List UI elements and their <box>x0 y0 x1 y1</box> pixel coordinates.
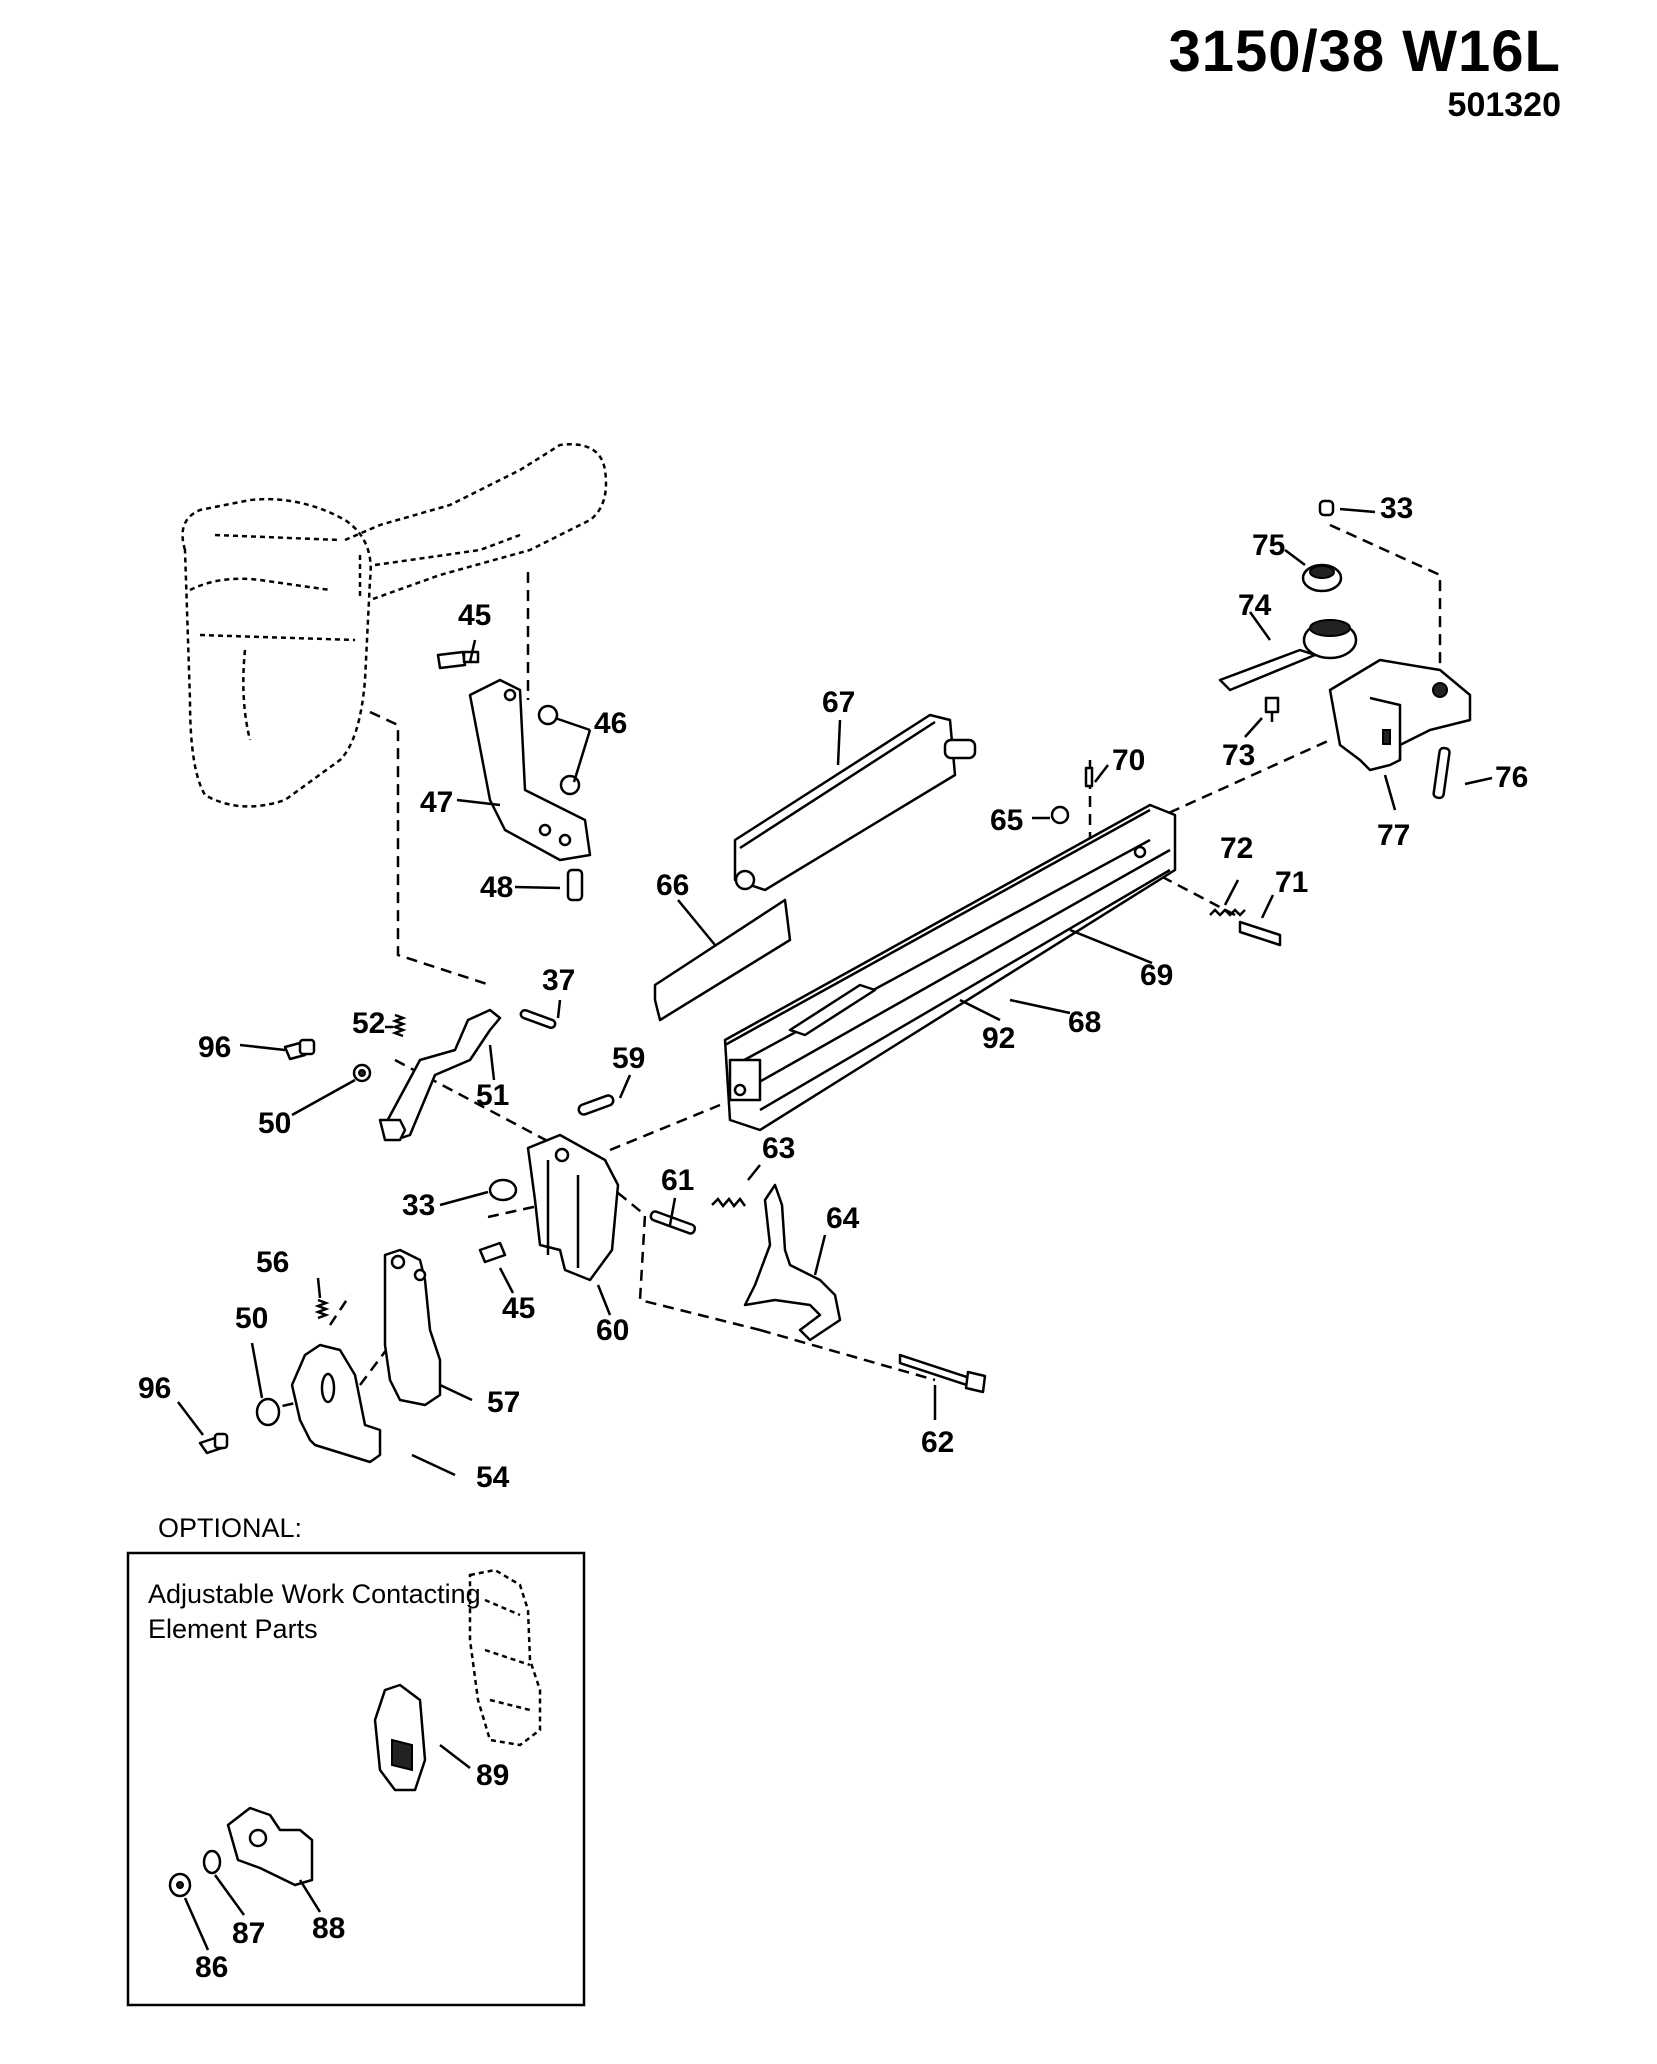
part-87-washer <box>202 1849 222 1875</box>
callout-45-top: 45 <box>458 599 491 632</box>
callout-76: 76 <box>1495 761 1528 794</box>
callout-47: 47 <box>420 786 453 819</box>
optional-title-line2: Element Parts <box>148 1614 318 1644</box>
callout-92: 92 <box>982 1022 1015 1055</box>
part-77-end-cap <box>1328 658 1472 772</box>
part-37-pin <box>519 1008 557 1030</box>
callout-59: 59 <box>612 1042 645 1075</box>
callout-77: 77 <box>1377 819 1410 852</box>
part-50-washer-top <box>352 1063 372 1083</box>
part-89-plate <box>373 1683 427 1792</box>
part-57-contact-block <box>383 1248 442 1407</box>
callout-48: 48 <box>480 871 513 904</box>
part-56-spring <box>314 1298 330 1320</box>
callout-numbers: 33 75 74 73 76 77 45 46 47 48 67 70 65 7… <box>138 492 1528 1494</box>
callout-leaders <box>177 507 1493 1477</box>
callout-67: 67 <box>822 686 855 719</box>
callout-74: 74 <box>1238 589 1272 622</box>
part-71-screw <box>1238 920 1282 947</box>
callout-62: 62 <box>921 1426 954 1459</box>
part-66-label-plate <box>653 898 792 1022</box>
callout-73: 73 <box>1222 739 1255 772</box>
callout-37: 37 <box>542 964 575 997</box>
callout-51: 51 <box>476 1079 509 1112</box>
tool-body-ghost <box>181 443 608 808</box>
part-60-nose-block <box>526 1133 620 1282</box>
part-76-pin <box>1432 746 1451 800</box>
part-47-bracket <box>468 678 592 862</box>
part-61-pin <box>649 1210 697 1235</box>
callout-88: 88 <box>312 1912 345 1945</box>
optional-callouts: 89 88 87 86 <box>195 1759 509 1984</box>
callout-72: 72 <box>1220 832 1253 865</box>
callout-57: 57 <box>487 1386 520 1419</box>
part-74-spring-strap <box>1218 619 1358 692</box>
part-50-washer-low <box>255 1397 281 1427</box>
callout-50-low: 50 <box>235 1302 268 1335</box>
optional-heading: OPTIONAL: <box>158 1513 302 1543</box>
callout-33-mid: 33 <box>402 1189 435 1222</box>
callout-68: 68 <box>1068 1006 1101 1039</box>
callout-61: 61 <box>661 1164 694 1197</box>
callout-46: 46 <box>594 707 627 740</box>
callout-75: 75 <box>1252 529 1285 562</box>
part-72-spring <box>1209 908 1246 917</box>
part-48-screw <box>566 868 584 902</box>
part-86-nut <box>168 1872 192 1898</box>
optional-leaders <box>183 1744 471 1951</box>
part-33-top-nut <box>1318 499 1335 517</box>
callout-70: 70 <box>1112 744 1145 777</box>
model-number: 3150/38 W16L <box>1168 19 1561 84</box>
part-65-nut <box>1050 805 1070 825</box>
part-52-spring <box>391 1013 407 1038</box>
part-73-screw <box>1264 696 1280 722</box>
part-54-contact-plate <box>290 1343 382 1464</box>
part-67-latch-bar <box>733 713 977 892</box>
part-magazine-68-69-92 <box>723 803 1177 1132</box>
callout-66: 66 <box>656 869 689 902</box>
part-70-pin <box>1084 766 1094 788</box>
optional-title-line1: Adjustable Work Contacting <box>148 1579 481 1609</box>
callout-65: 65 <box>990 804 1023 837</box>
callout-52: 52 <box>352 1007 385 1040</box>
part-96-screw-top <box>283 1038 316 1061</box>
callout-56: 56 <box>256 1246 289 1279</box>
optional-inset-frame <box>126 1551 586 2007</box>
callout-69: 69 <box>1140 959 1173 992</box>
callout-60: 60 <box>596 1314 629 1347</box>
callout-96-low: 96 <box>138 1372 171 1405</box>
part-51-lever <box>378 1008 502 1142</box>
part-59-pin <box>577 1094 615 1116</box>
callout-33-top: 33 <box>1380 492 1413 525</box>
callout-64: 64 <box>826 1202 860 1235</box>
callout-54: 54 <box>476 1461 510 1494</box>
callout-45-mid: 45 <box>502 1292 535 1325</box>
part-62-bolt <box>898 1353 987 1394</box>
callout-50-top: 50 <box>258 1107 291 1140</box>
callout-63: 63 <box>762 1132 795 1165</box>
callout-86: 86 <box>195 1951 228 1984</box>
part-33-washer <box>488 1178 518 1202</box>
callout-89: 89 <box>476 1759 509 1792</box>
part-88-block <box>226 1806 314 1887</box>
part-code: 501320 <box>1447 86 1561 124</box>
callout-71: 71 <box>1275 866 1308 899</box>
part-96-screw-low <box>198 1432 229 1455</box>
callout-96-top: 96 <box>198 1031 231 1064</box>
part-45-screw-mid <box>478 1241 507 1264</box>
callout-87: 87 <box>232 1917 265 1950</box>
part-64-arm <box>743 1183 842 1342</box>
optional-ghost-block <box>468 1568 542 1747</box>
part-75-bumper <box>1301 563 1343 593</box>
part-63-spring <box>711 1196 747 1209</box>
